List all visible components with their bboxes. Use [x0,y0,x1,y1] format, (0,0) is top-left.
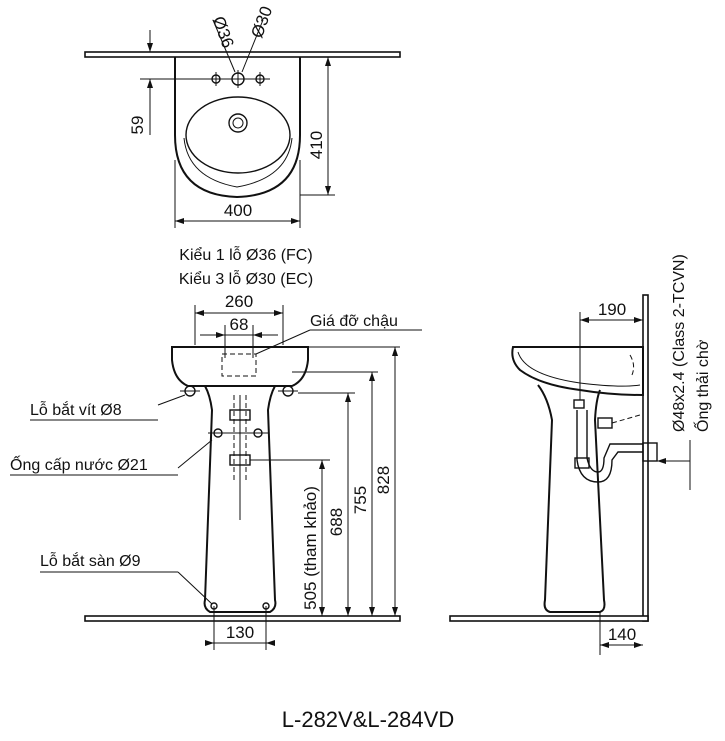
dim-59: 59 [128,116,147,135]
type-3-hole: Kiểu 3 lỗ Ø30 (EC) [179,269,313,288]
drain-spec-label: Ø48x2.4 (Class 2-TCVN) [671,254,688,432]
dim-828: 828 [374,466,393,494]
front-pedestal [203,385,277,613]
top-drain-icon [228,113,248,133]
side-pedestal [537,384,606,613]
dim-130: 130 [226,623,254,642]
screw-hole-label: Lỗ bắt vít Ø8 [30,400,122,419]
side-basin [511,346,644,397]
top-view: Ø36 Ø30 59 410 400 Kiểu 1 lỗ Ø36 (FC) Ki… [84,4,401,288]
type-1-hole: Kiểu 1 lỗ Ø36 (FC) [179,245,312,264]
front-floor [84,615,401,622]
front-bracket [221,353,257,377]
dim-688: 688 [327,508,346,536]
dim-755: 755 [351,486,370,514]
top-wall [84,51,401,58]
dim-505: 505 (tham khảo) [301,486,320,610]
supply-pipe-label: Ống cấp nước Ø21 [10,454,148,474]
hole-large-label: Ø36 [209,14,238,51]
floor-hole-label: Lỗ bắt sàn Ø9 [40,551,141,570]
dim-140: 140 [608,625,636,644]
dim-68: 68 [230,315,249,334]
front-view: 260 68 Giá đỡ chậu Lỗ bắt vít Ø8 [10,292,422,650]
dim-190: 190 [598,300,626,319]
side-view: 190 140 Ø48x2.4 (Class 2-TCVN) Ống thải … [449,254,712,655]
dim-260: 260 [225,292,253,311]
drawing-title: L-282V&L-284VD [282,707,454,732]
bracket-label: Giá đỡ chậu [310,313,398,330]
front-basin [171,346,309,387]
hole-small-label: Ø30 [247,4,276,41]
top-basin-outline [174,57,301,199]
dim-400: 400 [224,201,252,220]
dim-410: 410 [307,131,326,159]
drain-pipe-label: Ống thải chờ [692,339,712,432]
side-wall [642,294,649,622]
drain-pipe [642,442,658,462]
top-bowl [185,96,291,174]
side-floor [449,615,649,622]
